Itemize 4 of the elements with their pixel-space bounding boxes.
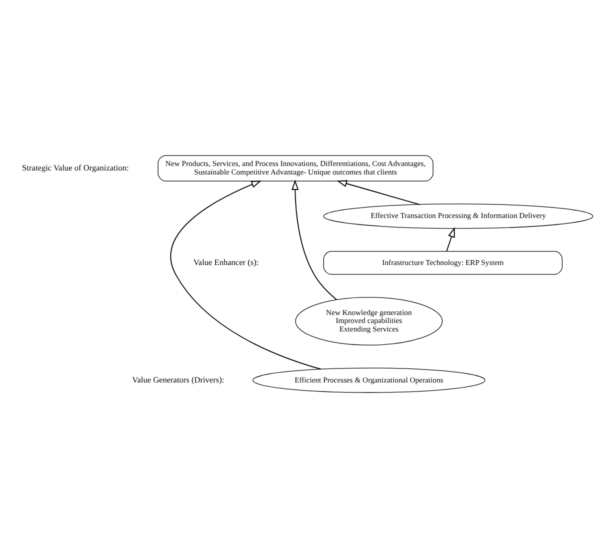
arrow bbox=[170, 180, 322, 370]
arrow bbox=[446, 227, 455, 252]
arrow bbox=[336, 180, 420, 205]
arrow bbox=[292, 180, 338, 300]
